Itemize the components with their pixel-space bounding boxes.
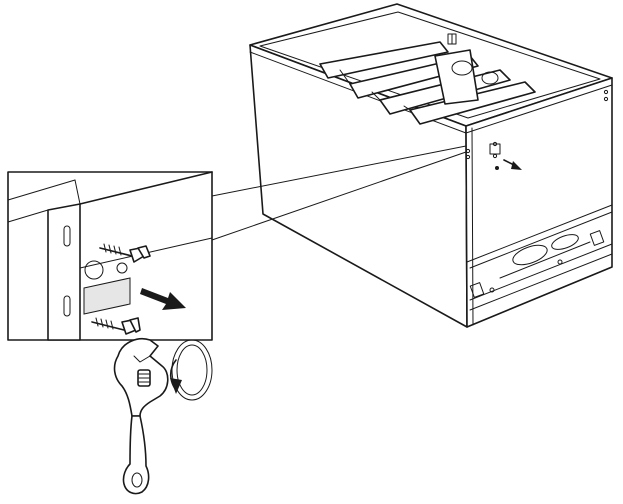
- cabinet-bottom-drawer: [466, 204, 613, 328]
- screw-upper: [99, 243, 151, 263]
- cabinet: [249, 3, 613, 328]
- rotation-ring-inner: [176, 344, 208, 396]
- detail-hole-small: [116, 262, 128, 274]
- detail-front-face: [79, 237, 213, 341]
- detail-bracket: [83, 277, 131, 315]
- rotation-arrowhead: [170, 378, 182, 394]
- detail-slot-upper: [63, 225, 71, 247]
- screw-lower: [91, 317, 141, 335]
- wrench-handle-hole: [131, 472, 143, 488]
- detail-panel-edge: [47, 203, 81, 341]
- detail-callout: [7, 171, 213, 341]
- detail-slot-lower: [63, 295, 71, 317]
- front-face-holes: [465, 89, 609, 170]
- direction-arrow-small: [503, 159, 522, 170]
- cabinet-top-edge: [249, 51, 613, 134]
- callout-leader: [211, 145, 467, 241]
- rotation-arrow: [169, 339, 213, 401]
- detail-hole-large: [84, 260, 104, 280]
- adjustable-wrench: [113, 338, 169, 495]
- wrench-handle: [122, 415, 150, 495]
- cabinet-top-opening: [259, 11, 601, 119]
- direction-arrow: [140, 288, 186, 310]
- internal-slats: [319, 33, 536, 125]
- rotation-ring-outer: [171, 339, 213, 401]
